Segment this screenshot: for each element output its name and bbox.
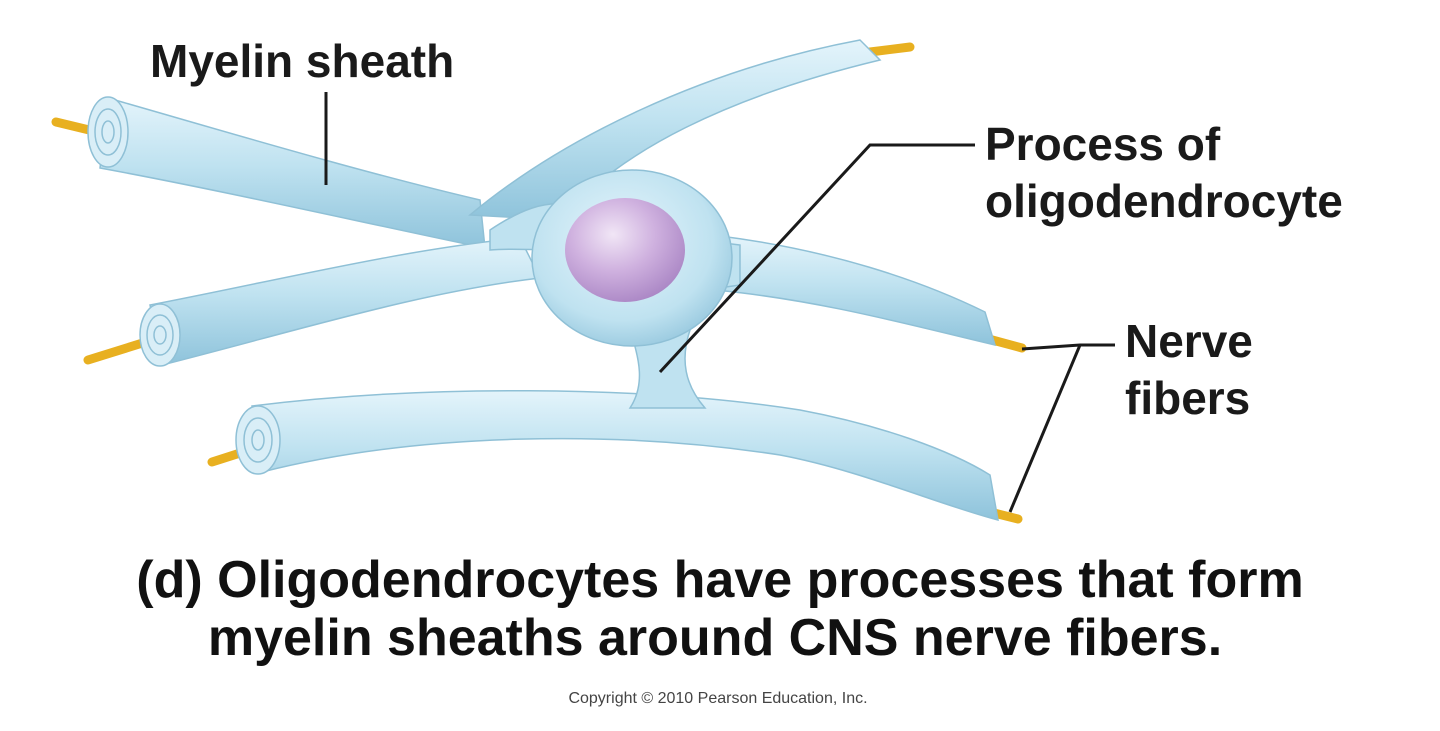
leader-nerve-fibers-lower	[1008, 344, 1082, 513]
label-myelin-sheath: Myelin sheath	[150, 35, 454, 87]
leader-nerve-fibers	[1021, 343, 1115, 351]
sheath-end-ring	[235, 405, 281, 475]
leader-process	[658, 143, 975, 374]
label-nerve-line1: Nerve	[1125, 315, 1253, 367]
myelin-sheaths	[99, 39, 999, 522]
myelin-sheath-upper-right	[468, 39, 882, 221]
oligodendrocyte	[489, 169, 741, 409]
sheath-end-ring	[139, 303, 181, 367]
label-nerve-line2: fibers	[1125, 372, 1250, 424]
caption-line2: myelin sheaths around CNS nerve fibers.	[208, 609, 1222, 667]
sheath-ends	[87, 96, 281, 475]
nerve-fiber-end	[865, 42, 915, 57]
sheath-end-ring	[87, 96, 129, 168]
leader-lines	[324, 92, 1115, 513]
myelin-sheath-upper-left	[99, 97, 486, 249]
label-process-line2: oligodendrocyte	[985, 175, 1343, 227]
process-lower	[628, 329, 707, 409]
caption-line1: (d) Oligodendrocytes have processes that…	[136, 551, 1303, 609]
label-process-line1: Process of	[985, 118, 1221, 170]
copyright-notice: Copyright © 2010 Pearson Education, Inc.	[568, 690, 867, 707]
nucleus	[565, 198, 685, 302]
myelin-sheath-middle-left	[149, 237, 542, 366]
myelin-sheath-middle-right	[714, 235, 997, 347]
myelin-sheath-lower	[251, 389, 999, 522]
